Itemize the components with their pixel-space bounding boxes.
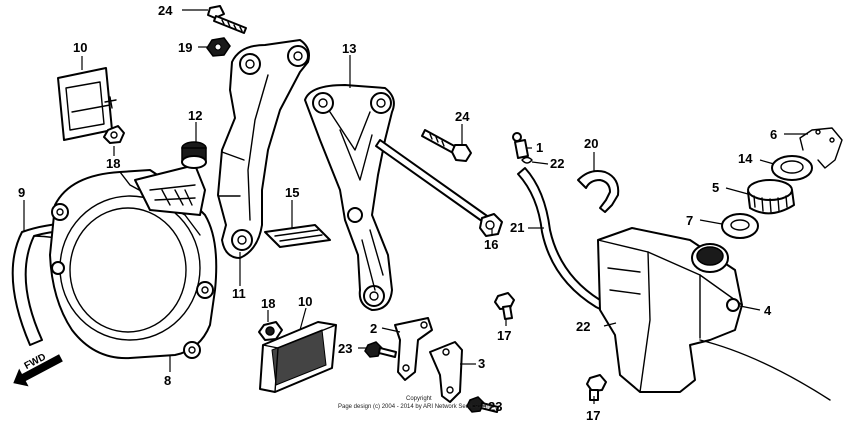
part-20-hose[interactable] — [577, 170, 620, 213]
label-5: 5 — [712, 180, 719, 195]
label-6: 6 — [770, 127, 777, 142]
part-11-bracket[interactable] — [217, 39, 310, 259]
part-10-filter-element[interactable] — [259, 321, 337, 393]
label-15: 15 — [285, 185, 299, 200]
part-number-labels: 24 19 10 12 18 9 8 11 13 15 24 16 18 10 … — [18, 3, 777, 423]
part-18-nut-a[interactable] — [103, 125, 125, 144]
label-21: 21 — [510, 220, 524, 235]
label-23-right: 23 — [488, 399, 502, 414]
fwd-arrow-icon: FWD — [13, 352, 63, 387]
part-14-washer[interactable] — [771, 155, 813, 181]
label-8: 8 — [164, 373, 171, 388]
label-11: 11 — [232, 286, 246, 301]
label-22-top: 22 — [550, 156, 564, 171]
copyright-notice: Copyright Page design (c) 2004 - 2014 by… — [338, 396, 495, 410]
part-4-filler-neck[interactable] — [691, 243, 729, 273]
part-5-tank-cap[interactable] — [747, 179, 795, 215]
part-22-clip-a[interactable] — [521, 156, 533, 164]
part-2-bracket[interactable] — [394, 317, 433, 381]
label-7: 7 — [686, 213, 693, 228]
label-18-mid: 18 — [261, 296, 275, 311]
part-17-bolt-a[interactable] — [494, 292, 515, 320]
label-14: 14 — [738, 151, 753, 166]
part-21-breather-tube[interactable] — [517, 167, 611, 313]
part-13-bracket[interactable] — [304, 84, 395, 311]
part-17-bolt-b[interactable] — [586, 374, 607, 401]
part-1-breather-fitting[interactable] — [512, 132, 529, 159]
copyright-line-2: Page design (c) 2004 - 2014 by ARI Netwo… — [338, 404, 495, 410]
label-20: 20 — [584, 136, 598, 151]
part-19-nut[interactable] — [206, 37, 231, 57]
part-7-gasket[interactable] — [721, 213, 759, 239]
copyright-line-1: Copyright — [406, 396, 432, 402]
label-9: 9 — [18, 185, 25, 200]
part-10-plate[interactable] — [57, 67, 117, 141]
part-12-grommet[interactable] — [181, 141, 207, 169]
label-22-bottom: 22 — [576, 319, 590, 334]
label-24-top: 24 — [158, 3, 173, 18]
label-4: 4 — [764, 303, 772, 318]
label-18-top: 18 — [106, 156, 120, 171]
part-6-strap[interactable] — [799, 127, 843, 169]
leader-lines — [23, 9, 808, 407]
label-1: 1 — [536, 140, 543, 155]
part-3-bracket[interactable] — [429, 341, 463, 403]
label-13: 13 — [342, 41, 356, 56]
label-17-top: 17 — [497, 328, 511, 343]
part-15-label[interactable] — [264, 224, 331, 248]
label-24-mid: 24 — [455, 109, 470, 124]
part-8-air-cleaner-case[interactable] — [49, 164, 218, 360]
label-10-mid: 10 — [298, 294, 312, 309]
part-23-bolt-a[interactable] — [364, 341, 397, 358]
label-3: 3 — [478, 356, 485, 371]
label-23-left: 23 — [338, 341, 352, 356]
label-17-bottom: 17 — [586, 408, 600, 423]
label-16: 16 — [484, 237, 498, 252]
part-18-nut-b[interactable] — [258, 321, 283, 341]
part-16-long-bolt-nut[interactable] — [375, 139, 503, 237]
part-24-bolt-a[interactable] — [207, 5, 247, 34]
label-10-top: 10 — [73, 40, 87, 55]
part-24-bolt-b[interactable] — [421, 129, 472, 162]
label-12: 12 — [188, 108, 202, 123]
label-19: 19 — [178, 40, 192, 55]
label-2: 2 — [370, 321, 377, 336]
